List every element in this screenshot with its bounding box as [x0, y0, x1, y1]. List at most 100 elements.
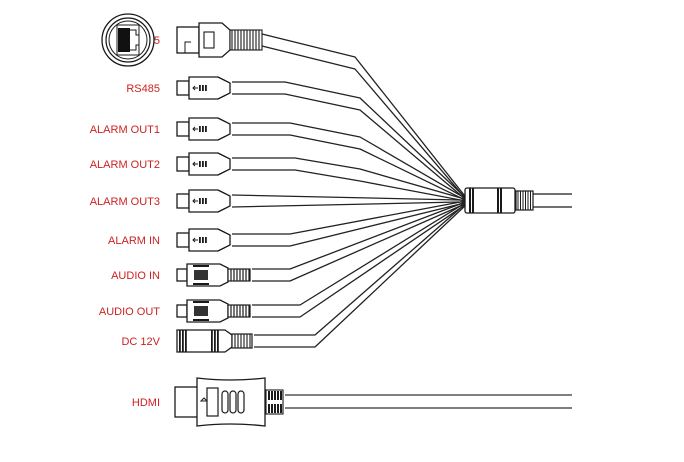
- cable-wire: [232, 202, 466, 247]
- hdmi-tip: [174, 386, 199, 418]
- label-audio-in: AUDIO IN: [111, 270, 160, 282]
- strain-rib: [271, 404, 273, 413]
- cable-hdmi: [285, 394, 572, 409]
- plug-tip: [176, 121, 190, 137]
- plug-edge: [217, 94, 227, 100]
- pin-bar: [205, 161, 207, 167]
- plug-hdmi: [174, 377, 284, 427]
- strain-rib: [277, 404, 279, 413]
- cable-alarm-in: [232, 200, 466, 247]
- arrow-icon: [192, 161, 198, 167]
- label-rs485: RS485: [126, 83, 160, 95]
- plug-edge: [217, 228, 227, 234]
- strain-rib: [280, 404, 282, 413]
- plug-audio-in: [176, 263, 251, 287]
- plug-tip: [176, 80, 190, 96]
- plug-edge: [217, 76, 227, 82]
- cable-wire: [232, 157, 466, 200]
- plug-edge: [217, 189, 227, 195]
- pin-bar: [202, 161, 204, 167]
- strain-rib: [271, 391, 273, 400]
- strain-rib: [280, 391, 282, 400]
- junction-body: [464, 187, 516, 214]
- label-alarm-out2: ALARM OUT2: [90, 159, 160, 171]
- cable-alarm-out2: [232, 157, 466, 202]
- pin-bar: [199, 161, 201, 167]
- cable-wire: [252, 201, 466, 270]
- plug-edge: [217, 152, 227, 158]
- junction-connector: [464, 187, 572, 214]
- cable-wire: [232, 200, 466, 235]
- rca-band: [193, 319, 209, 321]
- rj45-clip: [184, 41, 191, 53]
- label-hdmi: HDMI: [132, 397, 160, 409]
- arrow-icon: [192, 237, 198, 243]
- hdmi-arrow-icon: [199, 397, 209, 402]
- strain-rib: [274, 391, 276, 400]
- cable-wire: [232, 134, 466, 201]
- pin-bar: [202, 237, 204, 243]
- arrow-icon: [192, 85, 198, 91]
- cable-wire: [232, 122, 466, 199]
- cable-wire: [232, 169, 466, 202]
- arrow-icon: [192, 198, 198, 204]
- rj45-plug-front: [176, 26, 200, 54]
- rj45-latch: [130, 29, 140, 51]
- strain-rib: [277, 391, 279, 400]
- dc-band: [211, 330, 213, 352]
- junction-band: [469, 188, 471, 213]
- dc-band: [217, 330, 219, 352]
- plug-audio-out: [176, 299, 251, 323]
- cable-bundle: [231, 33, 572, 409]
- pin-bar: [205, 85, 207, 91]
- rca-band: [193, 265, 209, 267]
- pin-bar: [202, 85, 204, 91]
- plug-tip: [176, 193, 190, 209]
- cable-wire: [254, 205, 466, 348]
- junction-band: [500, 188, 502, 213]
- pin-bar: [205, 198, 207, 204]
- pin-bar: [205, 126, 207, 132]
- cable-rj45: [261, 33, 466, 199]
- strain-rib: [268, 404, 270, 413]
- rj45-socket-ring: [108, 20, 148, 60]
- rca-grip: [194, 306, 208, 316]
- hdmi-grip: [237, 390, 245, 414]
- cable-wire: [252, 204, 466, 318]
- label-alarm-in: ALARM IN: [108, 235, 160, 247]
- plug-alarm-out1: [176, 117, 231, 141]
- cable-wire: [231, 201, 466, 208]
- rca-band: [193, 283, 209, 285]
- pin-bar: [202, 126, 204, 132]
- label-alarm-out3: ALARM OUT3: [90, 196, 160, 208]
- plug-alarm-out2: [176, 152, 231, 176]
- pin-bar: [205, 237, 207, 243]
- dc-band: [179, 330, 181, 352]
- label-audio-out: AUDIO OUT: [99, 306, 160, 318]
- rca-tip: [176, 304, 188, 318]
- junction-band: [497, 188, 499, 213]
- pin-bar: [199, 198, 201, 204]
- rj45-contacts: [118, 28, 130, 52]
- plug-dc-12v: [176, 329, 253, 353]
- rj45-window: [203, 31, 215, 49]
- plug-rj45: [101, 13, 263, 67]
- plug-tip: [176, 156, 190, 172]
- cable-alarm-out1: [232, 122, 466, 201]
- plug-edge: [217, 246, 227, 252]
- pin-bar: [202, 198, 204, 204]
- cable-rs485: [232, 81, 466, 200]
- label-alarm-out1: ALARM OUT1: [90, 124, 160, 136]
- cable-dc-12v: [254, 203, 466, 348]
- pin-bar: [199, 85, 201, 91]
- cable-audio-in: [252, 201, 466, 282]
- hdmi-grip: [221, 390, 229, 414]
- dc-band: [214, 330, 216, 352]
- connector-plugs: [101, 13, 284, 427]
- cable-wire: [252, 202, 466, 306]
- plug-edge: [217, 117, 227, 123]
- plug-edge: [217, 135, 227, 141]
- cable-wire: [231, 194, 466, 201]
- strain-rib: [268, 391, 270, 400]
- plug-tip: [176, 232, 190, 248]
